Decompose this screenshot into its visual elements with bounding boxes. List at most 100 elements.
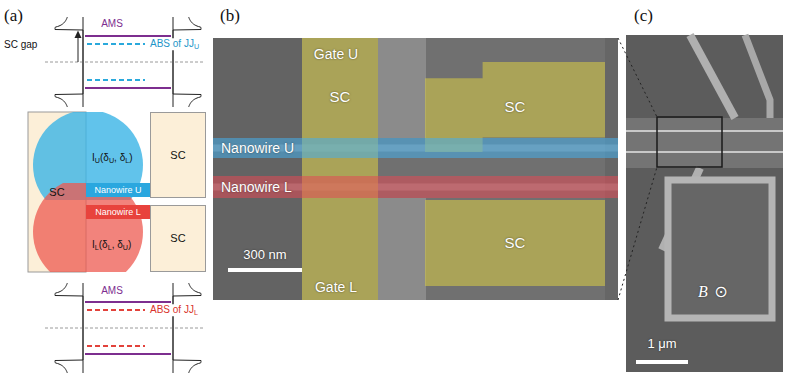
text-run: , δ [114, 152, 125, 163]
abs-level [87, 43, 145, 45]
node-text: SC [330, 88, 351, 105]
current-label: IL(δL, δU) [92, 239, 131, 251]
text-run: (δ [99, 239, 108, 250]
level-label: ABS of JJL [149, 304, 199, 316]
text-run: 1 μm [647, 336, 676, 351]
gap-arrow [78, 37, 79, 62]
superconductor-lead: SC [150, 112, 206, 198]
field-symbol: B [698, 283, 708, 301]
current-label: IU(δU, δL) [92, 152, 133, 164]
density-of-states [55, 283, 83, 373]
ams-level [85, 301, 171, 303]
subscript: L [108, 243, 112, 252]
ams-level [85, 87, 171, 89]
text-run: Gate U [314, 46, 358, 62]
node-text: SC [505, 98, 526, 115]
gate-electrode [378, 198, 426, 300]
text-run: SC [49, 186, 64, 198]
text-run: Nanowire L [221, 179, 292, 195]
density-of-states [55, 17, 83, 107]
density-of-states [173, 283, 201, 373]
subscript: U [194, 42, 199, 51]
lead [690, 35, 735, 118]
subscript: L [125, 156, 129, 165]
text-run: Nanowire U [221, 140, 294, 156]
subscript: L [194, 308, 198, 317]
scale-label: 300 nm [243, 248, 286, 263]
text-run: 300 nm [243, 247, 286, 262]
gate-label: Gate L [315, 279, 357, 295]
text-run: Nanowire U [94, 185, 141, 195]
sem-background [213, 38, 618, 300]
text-run: AMS [101, 18, 123, 29]
node-text: Nanowire L [95, 207, 141, 217]
subscript: U [109, 156, 114, 165]
ams-level [85, 35, 171, 37]
text-run: ) [129, 152, 132, 163]
text-run: SC [170, 232, 185, 244]
text-run: ABS of JJ [150, 304, 194, 315]
superconducting-loop [668, 180, 772, 318]
scale-bar [228, 268, 302, 272]
text-run: , δ [112, 239, 123, 250]
gap-label: SC gap [4, 39, 37, 51]
superconductor-region: SC [302, 38, 378, 300]
sem-background [626, 35, 783, 372]
fermi-level [45, 328, 205, 329]
text-run: SC [505, 234, 526, 251]
node-text: Nanowire L [221, 179, 292, 195]
node-text: Nanowire U [221, 140, 294, 156]
text-run: (b) [220, 6, 240, 25]
text-run: SC [505, 98, 526, 115]
text-run: ) [128, 239, 131, 250]
text-run: B [698, 283, 708, 300]
node-text: SC [49, 186, 64, 199]
abs-level [87, 79, 145, 81]
field-direction: ⊙ [714, 283, 727, 301]
subscript: L [95, 243, 99, 252]
panel-letter: (a) [4, 6, 23, 26]
zoom-guide [618, 38, 657, 117]
nanowire [626, 151, 783, 153]
nanowire-strip [626, 118, 783, 168]
subscript: U [123, 243, 128, 252]
zoom-box [657, 117, 722, 167]
text-run: ABS of JJ [150, 38, 194, 49]
text-run: SC [330, 88, 351, 105]
superconductor-lead: SC [28, 112, 86, 272]
subscript: U [95, 156, 100, 165]
ams-level [85, 353, 171, 355]
node-text: SC [170, 232, 185, 245]
text-run: I [92, 152, 95, 163]
level-label: AMS [101, 285, 123, 297]
text-run: ⊙ [714, 282, 727, 301]
substrate-region [213, 38, 302, 300]
nanowire-band: Nanowire L [213, 176, 618, 198]
nanowire-band: Nanowire U [86, 183, 150, 197]
text-run: Nanowire L [95, 207, 141, 217]
substrate-region [605, 38, 618, 300]
text-run: Gate L [315, 279, 357, 295]
superconductor-lead: SC [150, 205, 206, 272]
node-text: Nanowire U [94, 185, 141, 195]
level-label: AMS [101, 18, 123, 30]
scale-label: 1 μm [647, 337, 676, 352]
text-run: (a) [4, 6, 23, 25]
abs-level [87, 345, 145, 347]
nanowire-band: Nanowire L [86, 205, 150, 219]
text-run: SC gap [4, 39, 37, 50]
fermi-level [45, 62, 205, 63]
superconductor-region: SC [425, 200, 605, 286]
scale-bar [636, 360, 688, 364]
gate-electrode [378, 38, 426, 138]
node-text: SC [505, 234, 526, 251]
gap-arrowhead [75, 31, 82, 39]
text-run: SC [170, 149, 185, 161]
text-run: AMS [101, 285, 123, 296]
text-run: (c) [634, 6, 653, 25]
nanowire [626, 130, 783, 132]
zoom-guide [618, 167, 657, 300]
density-of-states [173, 17, 201, 107]
nanowire-band: Nanowire U [213, 138, 618, 158]
